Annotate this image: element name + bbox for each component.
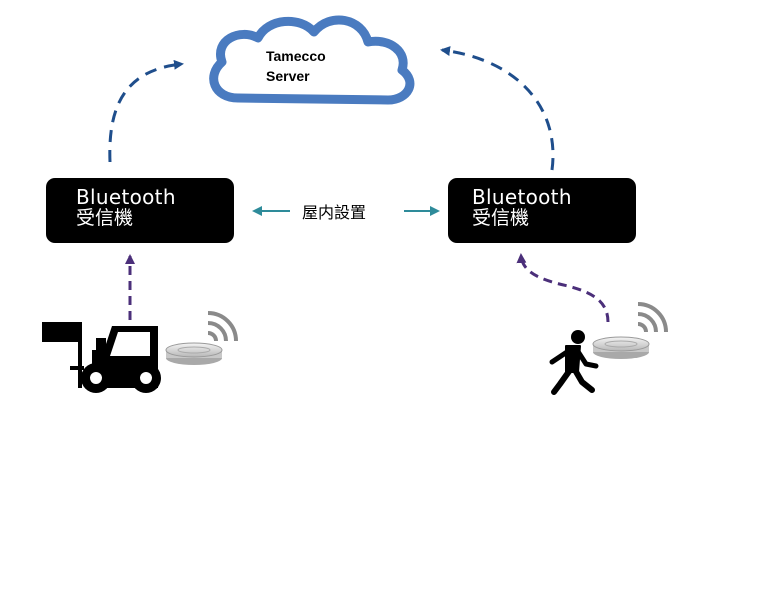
bluetooth-receiver-right: Bluetooth 受信機 bbox=[448, 178, 636, 243]
beacon-icon-right bbox=[592, 336, 650, 359]
beacon-icon-left bbox=[165, 342, 223, 365]
forklift-icon bbox=[42, 322, 161, 393]
indoor-installation-label: 屋内設置 bbox=[302, 203, 367, 222]
server-label-line2: Server bbox=[266, 68, 310, 84]
cloud-icon bbox=[209, 15, 415, 105]
receiver-label-line2: 受信機 bbox=[472, 207, 530, 229]
beacon-arrow-right bbox=[516, 253, 610, 323]
receiver-label-line1: Bluetooth bbox=[76, 185, 176, 209]
signal-waves-icon-right bbox=[637, 302, 668, 333]
server-label-line1: Tamecco bbox=[266, 48, 326, 64]
upload-arrow-left bbox=[108, 59, 184, 163]
signal-waves-icon-left bbox=[207, 311, 238, 342]
upload-arrow-right bbox=[440, 46, 555, 171]
pedestrian-icon bbox=[549, 330, 599, 395]
bluetooth-receiver-left: Bluetooth 受信機 bbox=[46, 178, 234, 243]
receiver-label-line2: 受信機 bbox=[76, 207, 134, 229]
receiver-label-line1: Bluetooth bbox=[472, 185, 572, 209]
